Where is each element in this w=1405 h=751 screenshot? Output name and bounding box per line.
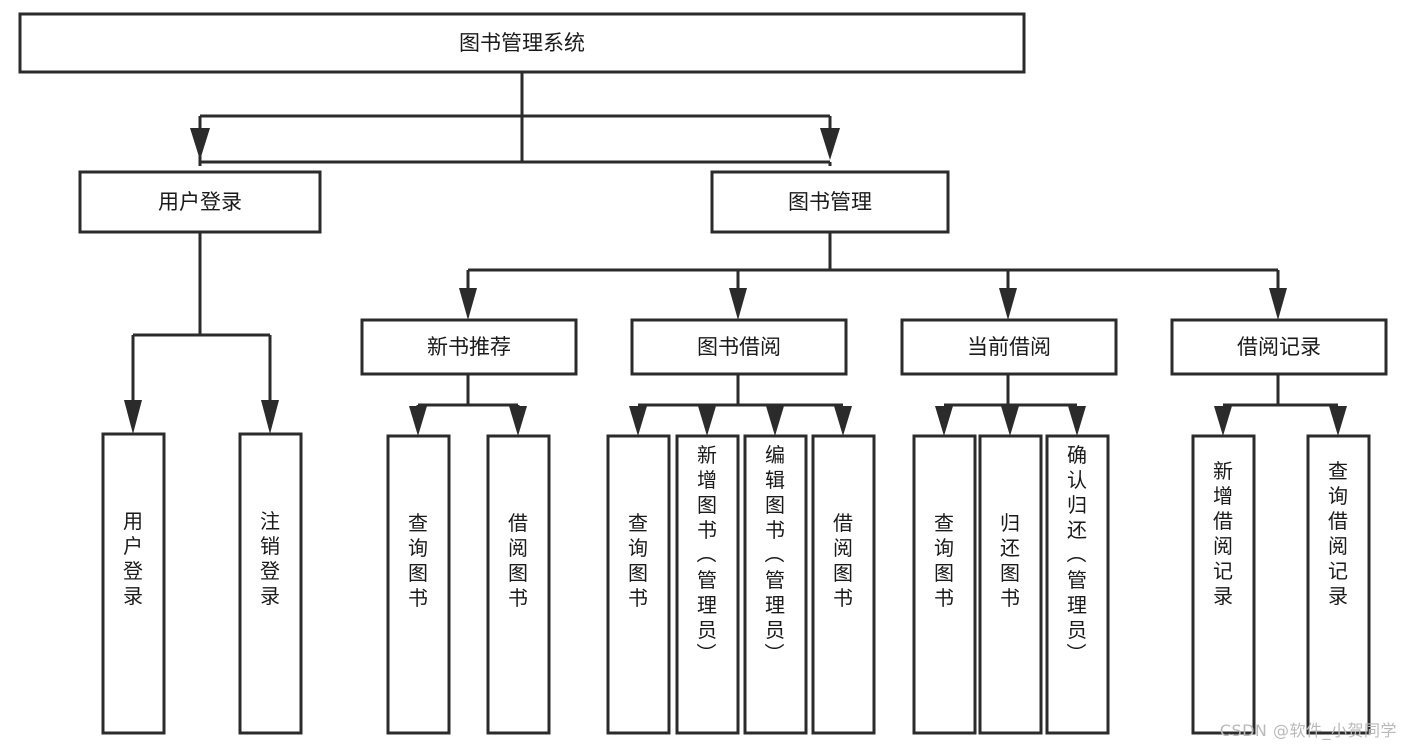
node-leaf-query-book-2-box[interactable] (606, 434, 671, 735)
node-book-borrow-box[interactable] (630, 318, 848, 376)
node-leaf-add-record-box[interactable] (1191, 434, 1256, 735)
node-leaf-add-book[interactable]: 新增图书（管理员） (675, 434, 740, 735)
node-leaf-query-book-2-label: 查询图书 (628, 511, 648, 610)
node-leaf-edit-book-box[interactable] (743, 434, 808, 735)
node-leaf-borrow-book-1[interactable]: 借阅图书 (486, 434, 551, 735)
node-leaf-confirm-return-box[interactable] (1045, 434, 1110, 735)
node-leaf-user-logout-box[interactable] (238, 432, 303, 735)
node-leaf-user-login-label: 用户登录 (123, 509, 143, 608)
node-leaf-user-logout-label: 注销登录 (260, 509, 280, 608)
node-borrow-record[interactable]: 借阅记录 (1170, 318, 1388, 376)
arrowhead-user-login (190, 128, 210, 160)
node-leaf-user-login[interactable]: 用户登录 (101, 432, 166, 735)
node-book-manage[interactable]: 图书管理 (710, 170, 950, 234)
arrowhead-leaf-user-login (124, 400, 142, 434)
arrowhead-leaf-user-logout (261, 400, 279, 434)
node-leaf-query-record-label: 查询借阅记录 (1328, 459, 1348, 608)
node-book-manage-label: 图书管理 (788, 190, 872, 214)
node-leaf-query-book-3-label: 查询图书 (934, 511, 954, 610)
node-leaf-return-book-box[interactable] (978, 434, 1043, 735)
node-leaf-borrow-book-1-label: 借阅图书 (508, 511, 528, 610)
node-borrow-record-box[interactable] (1170, 318, 1388, 376)
arrowhead-leaf-query-book-1 (409, 406, 427, 436)
node-new-book-recommend[interactable]: 新书推荐 (360, 318, 578, 376)
node-leaf-query-book-1-label: 查询图书 (408, 511, 428, 610)
node-leaf-query-book-3-box[interactable] (912, 434, 977, 735)
node-leaf-query-record-box[interactable] (1306, 434, 1371, 735)
node-leaf-query-book-2[interactable]: 查询图书 (606, 434, 671, 735)
node-book-borrow-label: 图书借阅 (697, 335, 781, 359)
node-current-borrow-label: 当前借阅 (967, 335, 1051, 359)
csdn-watermark: CSDN @软件_小贺同学 (1219, 721, 1397, 740)
node-leaf-add-book-label: 新增图书（管理员） (696, 443, 717, 667)
node-user-login-label: 用户登录 (158, 190, 242, 214)
arrowhead-leaf-borrow-book-1 (509, 406, 527, 436)
node-leaf-add-book-box[interactable] (675, 434, 740, 735)
connectors-group (124, 72, 1347, 436)
node-leaf-query-book-1-box[interactable] (386, 434, 451, 735)
node-leaf-edit-book[interactable]: 编辑图书（管理员） (743, 434, 808, 735)
arrowhead-new-book-recommend (459, 288, 477, 320)
node-leaf-return-book[interactable]: 归还图书 (978, 434, 1043, 735)
node-leaf-borrow-book-2[interactable]: 借阅图书 (811, 434, 876, 735)
node-user-login[interactable]: 用户登录 (78, 170, 322, 234)
node-leaf-edit-book-label: 编辑图书（管理员） (764, 443, 785, 667)
arrowhead-leaf-edit-book (766, 406, 784, 436)
node-current-borrow[interactable]: 当前借阅 (900, 318, 1118, 376)
arrowhead-leaf-add-book (698, 406, 716, 436)
node-leaf-add-record[interactable]: 新增借阅记录 (1191, 434, 1256, 735)
node-leaf-user-login-box[interactable] (101, 432, 166, 735)
node-leaf-query-record[interactable]: 查询借阅记录 (1306, 434, 1371, 735)
arrowhead-leaf-query-book-3 (935, 406, 953, 436)
node-current-borrow-box[interactable] (900, 318, 1118, 376)
arrowhead-book-manage (820, 128, 840, 160)
node-leaf-confirm-return[interactable]: 确认归还（管理员） (1045, 434, 1110, 735)
node-book-manage-box[interactable] (710, 170, 950, 234)
arrowhead-leaf-borrow-book-2 (834, 406, 852, 436)
node-new-book-recommend-label: 新书推荐 (427, 335, 511, 359)
node-root-box[interactable] (18, 12, 1026, 74)
arrowhead-leaf-add-record (1214, 406, 1232, 436)
node-leaf-add-record-label: 新增借阅记录 (1213, 459, 1233, 608)
node-leaf-query-book-3[interactable]: 查询图书 (912, 434, 977, 735)
arrowhead-leaf-query-record (1329, 406, 1347, 436)
arrowhead-leaf-return-book (1001, 406, 1019, 436)
arrowhead-book-borrow (729, 288, 747, 320)
arrowhead-leaf-query-book-2 (629, 406, 647, 436)
node-leaf-confirm-return-label: 确认归还（管理员） (1066, 443, 1087, 667)
node-leaf-return-book-label: 归还图书 (1000, 511, 1020, 610)
node-new-book-recommend-box[interactable] (360, 318, 578, 376)
node-leaf-borrow-book-1-box[interactable] (486, 434, 551, 735)
node-leaf-borrow-book-2-box[interactable] (811, 434, 876, 735)
node-book-borrow[interactable]: 图书借阅 (630, 318, 848, 376)
arrowhead-leaf-confirm-return (1068, 406, 1086, 436)
arrowhead-current-borrow (999, 288, 1017, 320)
node-root[interactable]: 图书管理系统 (18, 12, 1026, 74)
node-root-label: 图书管理系统 (459, 31, 585, 55)
node-borrow-record-label: 借阅记录 (1237, 335, 1321, 359)
node-user-login-box[interactable] (78, 170, 322, 234)
node-leaf-user-logout[interactable]: 注销登录 (238, 432, 303, 735)
node-leaf-query-book-1[interactable]: 查询图书 (386, 434, 451, 735)
node-leaf-borrow-book-2-label: 借阅图书 (833, 511, 853, 610)
arrowhead-borrow-record (1269, 288, 1287, 320)
